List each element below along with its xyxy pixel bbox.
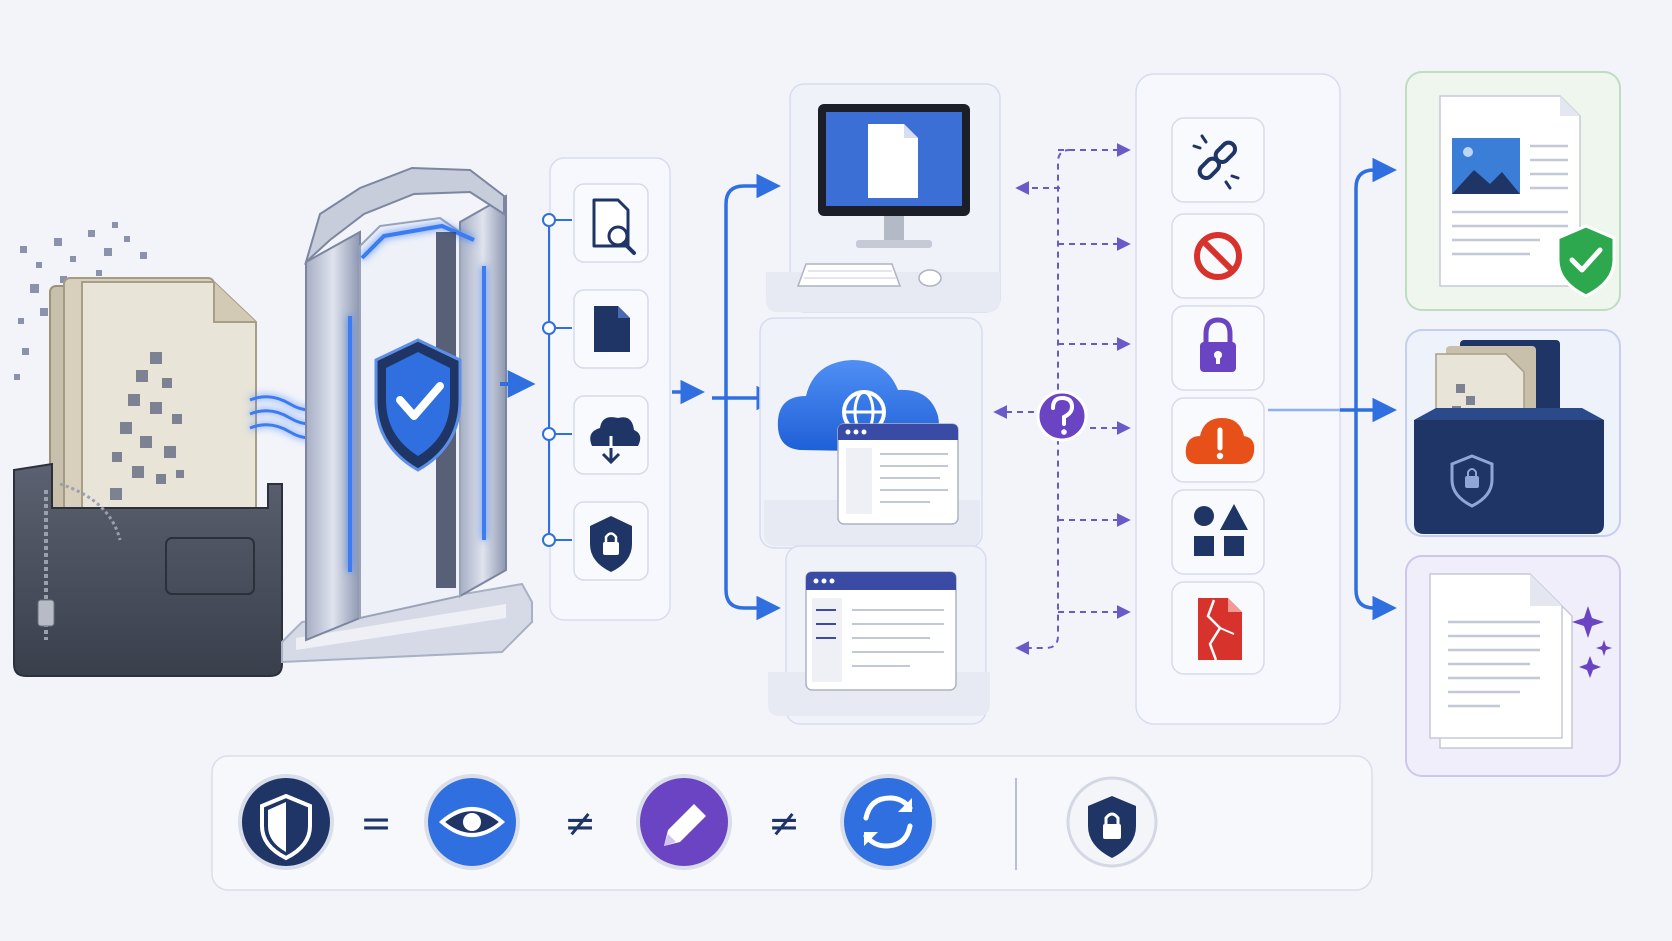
- browser-window-viewer: [768, 545, 990, 725]
- pencil-icon: [636, 774, 732, 870]
- equals-operator: =: [360, 801, 392, 845]
- lock-shield-icon: [573, 501, 649, 581]
- desktop-computer-viewer: [766, 83, 1001, 313]
- corruption-pixels: [110, 352, 184, 500]
- sparkle-icon: [1572, 606, 1612, 678]
- question-mark-icon: [1036, 390, 1088, 442]
- not-equal-operator-2: ≠: [768, 801, 800, 845]
- data-fragments: [14, 222, 147, 380]
- lock-shield-icon: [1066, 776, 1158, 868]
- cloud-download-icon: [573, 395, 649, 475]
- secured-archive-result: [1405, 329, 1621, 537]
- clean-document-result: [1405, 555, 1621, 777]
- security-gateway: [281, 166, 536, 664]
- shapes-icon: [1171, 489, 1265, 575]
- corrupted-file-icon: [1171, 581, 1265, 675]
- shield-check-icon: [1556, 224, 1616, 298]
- source-folder: [13, 222, 283, 677]
- eye-icon: [424, 774, 520, 870]
- blocked-icon: [1171, 213, 1265, 299]
- shield-half-icon: [238, 774, 334, 870]
- document-search-icon: [573, 183, 649, 263]
- document-icon: [573, 289, 649, 369]
- issues-panel: [1135, 73, 1341, 725]
- legend-bar: = ≠ ≠: [211, 755, 1373, 891]
- lock-icon: [1171, 305, 1265, 391]
- sync-icon: [840, 774, 936, 870]
- shield-check-icon: [374, 338, 462, 472]
- verified-document-result: [1405, 71, 1621, 311]
- checks-panel: [542, 157, 671, 621]
- cloud-web-app-viewer: [759, 317, 983, 549]
- cloud-alert-icon: [1171, 397, 1265, 483]
- branch-arrows: [672, 173, 781, 621]
- result-arrows: [1268, 157, 1397, 621]
- broken-link-icon: [1171, 117, 1265, 203]
- not-equal-operator-1: ≠: [564, 801, 596, 845]
